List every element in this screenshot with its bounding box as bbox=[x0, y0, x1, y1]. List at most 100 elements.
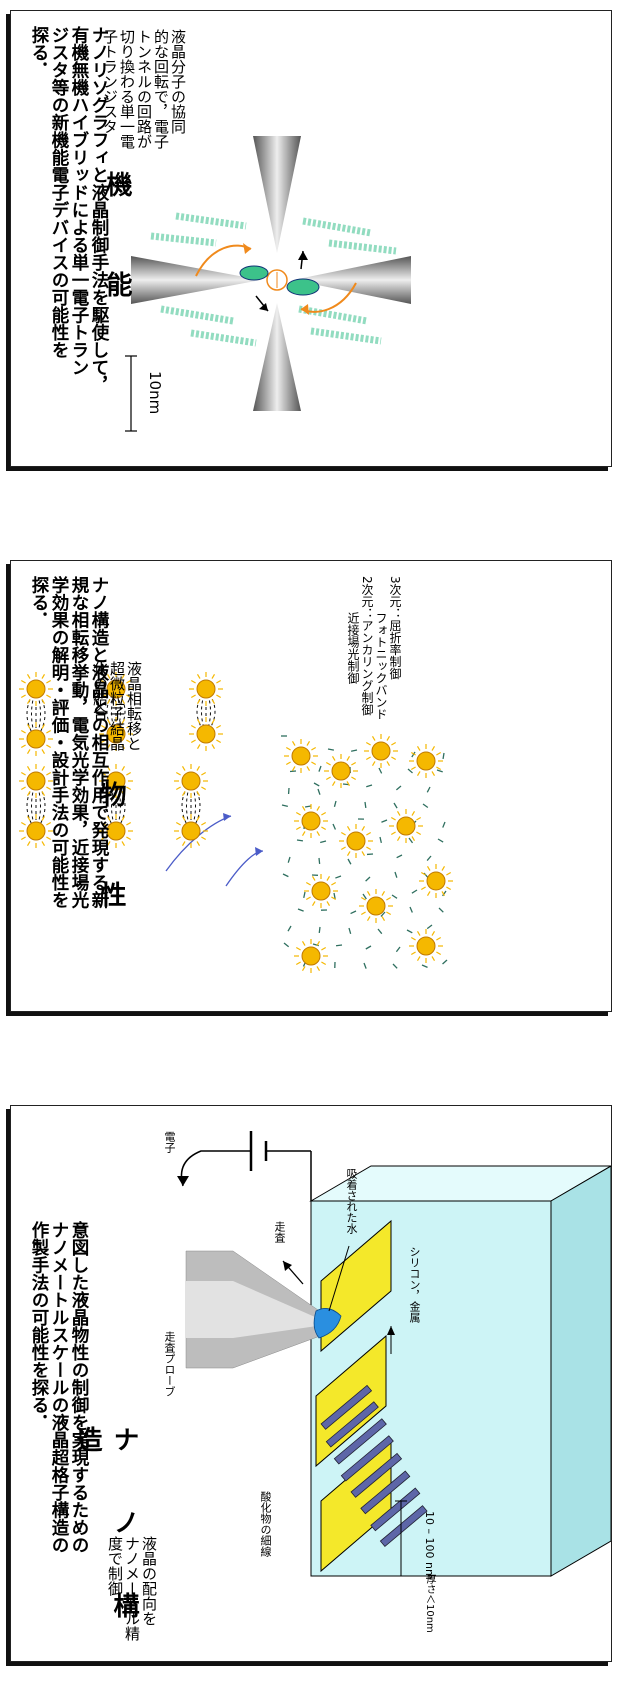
nanoparticle bbox=[196, 724, 216, 744]
particle-ray bbox=[420, 871, 426, 876]
particle-ray bbox=[201, 821, 207, 826]
particle-ray bbox=[216, 739, 222, 744]
lc-molecule bbox=[327, 748, 335, 751]
nanoparticle bbox=[291, 746, 311, 766]
particle-ray bbox=[351, 776, 357, 781]
particle-ray bbox=[196, 718, 201, 724]
lc-molecule bbox=[392, 963, 398, 969]
particle-ray bbox=[295, 961, 301, 966]
particle-ray bbox=[46, 786, 52, 791]
panel-caption: ナノリソグラフィと液晶制御手法を駆使して， 有機無機ハイブリッドによる単一電子ト… bbox=[29, 26, 109, 394]
particle-ray bbox=[211, 699, 216, 705]
label-thickness: 厚さ＜10nm bbox=[424, 1574, 435, 1633]
particle-ray bbox=[26, 791, 31, 797]
particle-ray bbox=[416, 930, 421, 936]
particle-ray bbox=[181, 841, 186, 847]
lc-molecule bbox=[381, 819, 388, 823]
particle-ray bbox=[201, 836, 207, 841]
panel-structure: ナ ノ 構 造 液晶の配向を ナノメートル精 度で制御 走査プローブ 電子 走査… bbox=[10, 1105, 612, 1662]
nanoparticle bbox=[106, 679, 126, 699]
particle-ray bbox=[190, 694, 196, 699]
particle-ray bbox=[360, 911, 366, 916]
lc-molecule bbox=[442, 752, 445, 760]
particle-ray bbox=[46, 821, 52, 826]
particle-ray bbox=[381, 890, 386, 896]
particle-ray bbox=[361, 851, 366, 857]
particle-ray bbox=[365, 741, 371, 746]
particle-ray bbox=[386, 911, 392, 916]
lc-molecule bbox=[437, 838, 444, 843]
particle-ray bbox=[366, 890, 371, 896]
particle-ray bbox=[301, 805, 306, 811]
nanoparticle bbox=[26, 679, 46, 699]
panel-title: ナ ノ 構 造 bbox=[72, 1426, 139, 1643]
particle-ray bbox=[196, 765, 201, 771]
particle-ray bbox=[426, 891, 431, 897]
label-water: 吸着された水 bbox=[345, 1168, 358, 1234]
particle-ray bbox=[20, 821, 26, 826]
particle-ray bbox=[331, 755, 336, 761]
particle-ray bbox=[41, 699, 46, 705]
particle-ray bbox=[216, 679, 222, 684]
electrode-top bbox=[253, 136, 301, 253]
nanoparticle bbox=[426, 871, 446, 891]
particle-ray bbox=[346, 781, 351, 787]
lc-molecule bbox=[318, 926, 321, 934]
particle-ray bbox=[41, 841, 46, 847]
particle-ray bbox=[371, 735, 376, 741]
particle-ray bbox=[121, 815, 126, 821]
particle-ray bbox=[340, 831, 346, 836]
lc-molecule bbox=[350, 910, 357, 915]
particle-ray bbox=[106, 699, 111, 705]
particle-ray bbox=[365, 756, 371, 761]
particle-ray bbox=[196, 744, 201, 750]
particle-ray bbox=[306, 740, 311, 746]
lc-molecule bbox=[320, 840, 327, 844]
particle-ray bbox=[41, 749, 46, 755]
particle-ray bbox=[371, 761, 376, 767]
electrode-left bbox=[131, 256, 261, 304]
particle-ray bbox=[26, 749, 31, 755]
nanoparticle bbox=[416, 751, 436, 771]
particle-ray bbox=[106, 815, 111, 821]
director-field-line bbox=[31, 688, 37, 740]
particle-ray bbox=[26, 841, 31, 847]
scale-label: 10nm bbox=[146, 371, 164, 415]
particle-ray bbox=[305, 896, 311, 901]
particle-ray bbox=[390, 831, 396, 836]
lc-molecule bbox=[421, 964, 428, 968]
particle-ray bbox=[410, 766, 416, 771]
particle-ray bbox=[20, 786, 26, 791]
lc-molecule bbox=[348, 927, 352, 934]
particle-ray bbox=[126, 836, 132, 841]
director-field-line bbox=[31, 780, 37, 832]
adsorbed-water bbox=[313, 1308, 342, 1339]
panel-property: 物 性 液晶相転移と 超微粒子結晶 化の結合 3次元：屈折率制御 フォトニックバ… bbox=[10, 560, 612, 1012]
scale-bar bbox=[125, 355, 137, 432]
particle-ray bbox=[431, 771, 436, 777]
nanoparticle bbox=[106, 771, 126, 791]
particle-ray bbox=[291, 740, 296, 746]
lc-molecule bbox=[303, 891, 306, 899]
particle-ray bbox=[291, 766, 296, 772]
lc-molecule bbox=[396, 854, 403, 859]
particle-ray bbox=[331, 781, 336, 787]
particle-ray bbox=[360, 896, 366, 901]
particle-ray bbox=[121, 841, 126, 847]
particle-ray bbox=[190, 679, 196, 684]
particle-ray bbox=[26, 765, 31, 771]
particle-ray bbox=[366, 846, 372, 851]
particle-ray bbox=[106, 841, 111, 847]
label-probe: 走査プローブ bbox=[163, 1331, 176, 1397]
lc-molecule bbox=[333, 892, 336, 900]
alignment-description: 液晶の配向を ナノメートル精 度で制御 bbox=[106, 1536, 158, 1641]
particle-ray bbox=[325, 776, 331, 781]
lc-molecule bbox=[411, 889, 418, 894]
nanoparticle bbox=[181, 771, 201, 791]
lc-molecule bbox=[366, 784, 373, 788]
particle-ray bbox=[20, 836, 26, 841]
lc-molecule bbox=[363, 962, 367, 969]
particle-ray bbox=[46, 771, 52, 776]
label-oxide: 酸化物の細線 bbox=[259, 1491, 272, 1557]
particle-ray bbox=[431, 745, 436, 751]
